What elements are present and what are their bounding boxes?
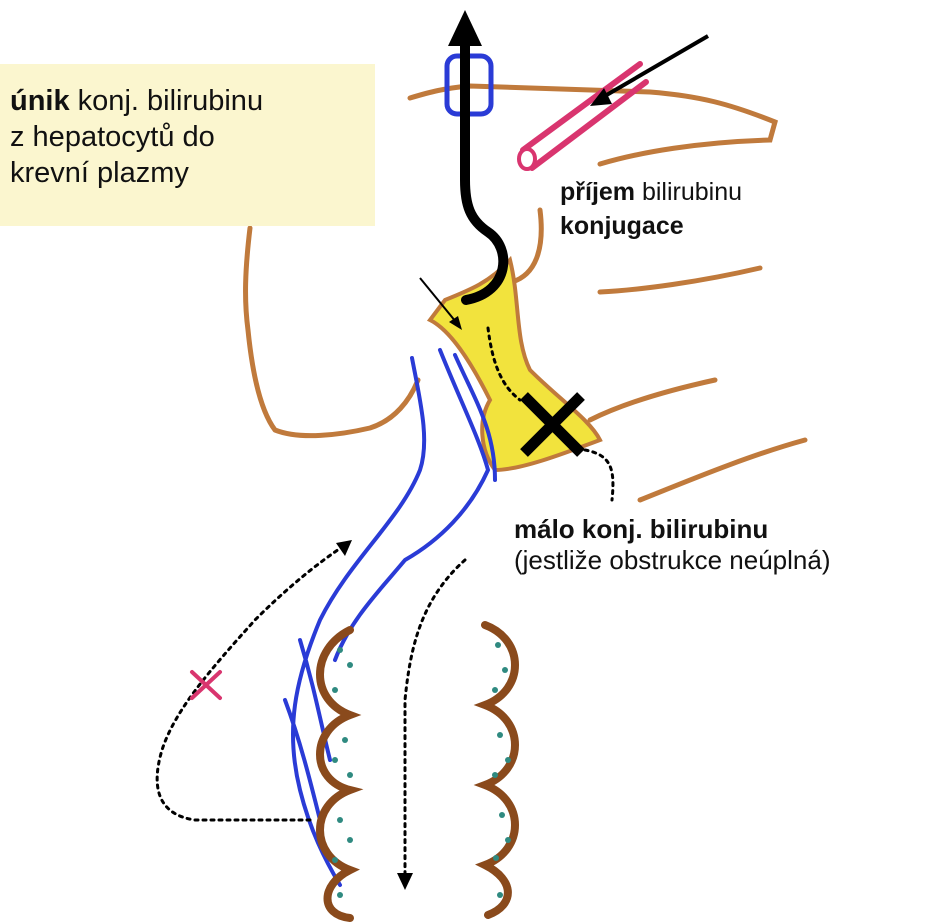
escape-label-line3: krevní plazmy xyxy=(10,156,375,192)
villus-dots xyxy=(332,642,511,898)
blocked-path-x-icon xyxy=(192,672,220,698)
little-bilirubin-label: málo konj. bilirubinu (jestliže obstrukc… xyxy=(510,512,835,577)
escape-label-line2: z hepatocytů do xyxy=(10,120,375,156)
uptake-label-bold: příjem xyxy=(560,178,635,206)
bile-flow-arrow-head xyxy=(397,873,413,890)
little-bilirubin-note: (jestliže obstrukce neúplná) xyxy=(514,545,831,576)
escape-label-bold: únik xyxy=(10,85,70,117)
conjugation-label: konjugace xyxy=(560,212,684,240)
lymph-vessel xyxy=(285,350,495,885)
little-bilirubin-bold: málo konj. bilirubinu xyxy=(514,514,768,544)
blood-capillary xyxy=(523,64,646,168)
escape-label-rest: konj. bilirubinu xyxy=(70,85,263,117)
escape-arrow xyxy=(465,40,503,300)
enterohepatic-arrow-head xyxy=(336,540,352,556)
blood-capillary-lumen xyxy=(519,149,535,169)
escape-label: únik konj. bilirubinu z hepatocytů do kr… xyxy=(0,64,375,226)
bile-duct xyxy=(430,260,600,470)
hepatocyte-border-lower xyxy=(590,268,805,500)
uptake-label-rest: bilirubinu xyxy=(635,178,742,206)
uptake-label: příjem bilirubinu konjugace xyxy=(560,176,742,244)
intestinal-villi-right xyxy=(485,625,515,915)
escape-arrow-head xyxy=(448,10,482,46)
